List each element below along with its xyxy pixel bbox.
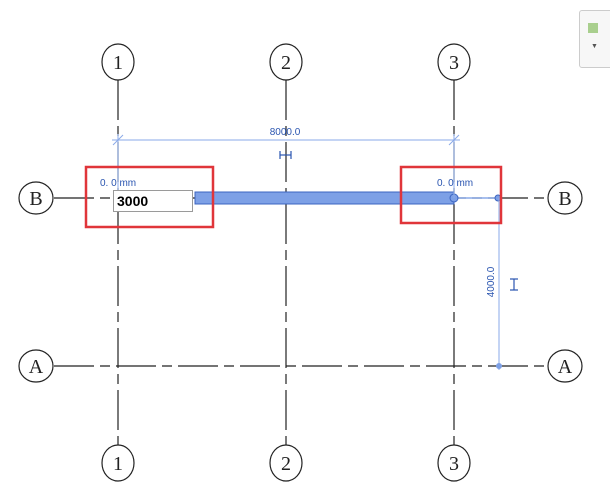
highlight-box-end (399, 165, 503, 225)
svg-text:2: 2 (281, 453, 291, 475)
grid-bubble-2-bottom[interactable]: 2 (269, 444, 303, 482)
dimension-text-horizontal[interactable]: 8000.0 (270, 127, 301, 138)
view-toolbar[interactable]: ▼ (579, 10, 610, 68)
toggle-dimension-icon[interactable] (510, 278, 518, 291)
offset-label-right: 0. 0 mm (437, 178, 473, 189)
svg-text:A: A (558, 356, 573, 378)
grid-bubble-1-bottom[interactable]: 1 (101, 444, 135, 482)
svg-text:3: 3 (449, 453, 459, 475)
dropdown-arrow-icon[interactable]: ▼ (591, 43, 598, 50)
grid-bubble-b-left[interactable]: B (18, 181, 54, 215)
grid-bubble-b-right[interactable]: B (547, 181, 583, 215)
offset-label-left: 0. 0 mm (100, 178, 136, 189)
grid-bubble-3-bottom[interactable]: 3 (437, 444, 471, 482)
grid-bubble-a-left[interactable]: A (18, 349, 54, 383)
svg-text:1: 1 (113, 453, 123, 475)
svg-text:2: 2 (281, 52, 291, 74)
dimension-text-vertical[interactable]: 4000.0 (486, 266, 497, 297)
beam[interactable] (194, 191, 455, 205)
grid-bubble-1-top[interactable]: 1 (101, 43, 135, 81)
grid-bubble-2-top[interactable]: 2 (269, 43, 303, 81)
grid-bubble-a-right[interactable]: A (547, 349, 583, 383)
grid-bubble-3-top[interactable]: 3 (437, 43, 471, 81)
view-icon[interactable] (588, 23, 598, 33)
highlight-box-start (84, 165, 215, 229)
svg-text:B: B (558, 188, 571, 210)
toggle-dimension-icon[interactable] (279, 151, 292, 159)
svg-text:B: B (29, 188, 42, 210)
svg-text:1: 1 (113, 52, 123, 74)
svg-text:3: 3 (449, 52, 459, 74)
length-input[interactable] (113, 190, 193, 212)
svg-text:A: A (29, 356, 44, 378)
dimension-end-point (496, 363, 502, 369)
